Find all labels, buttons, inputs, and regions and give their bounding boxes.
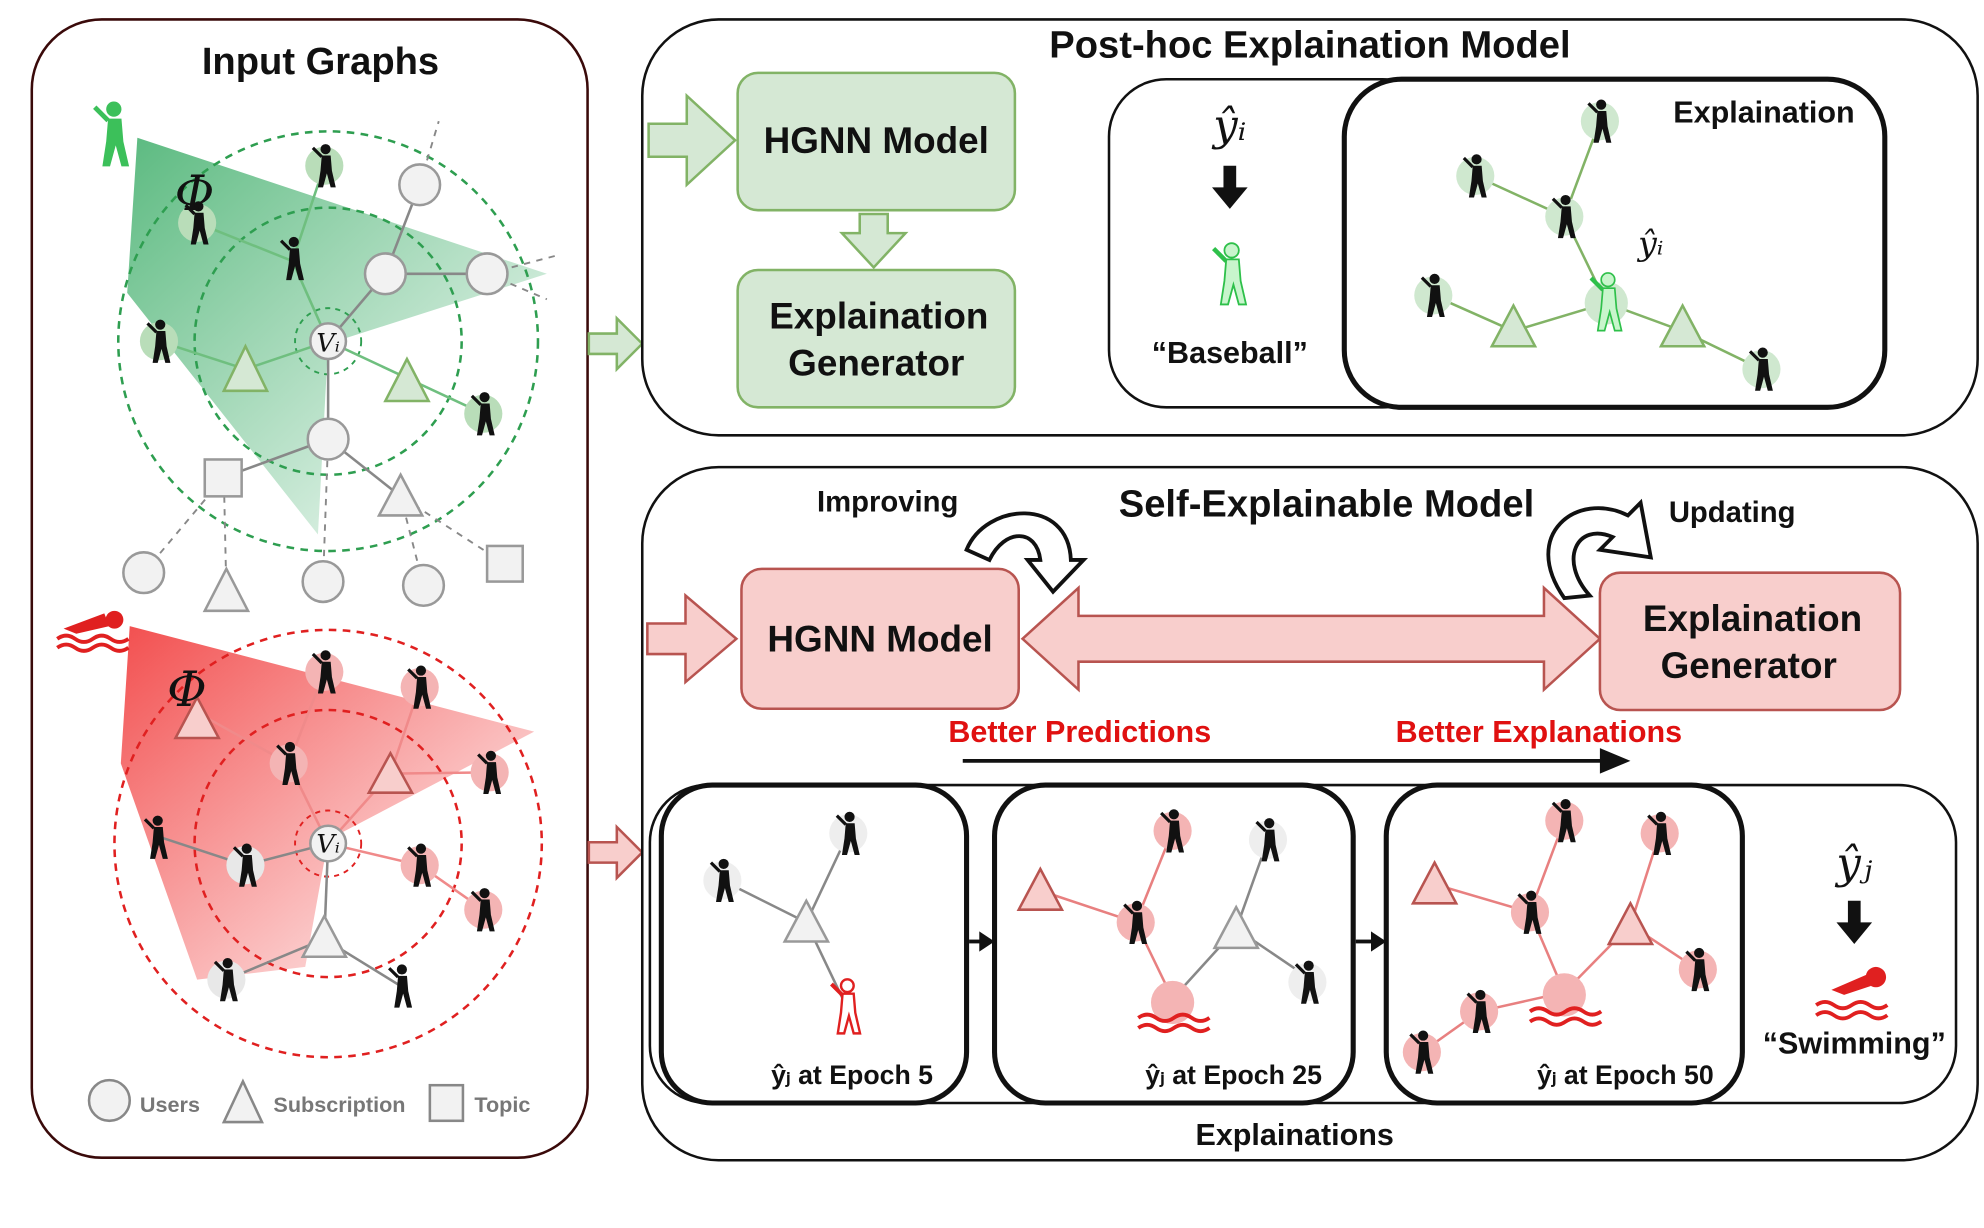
- self-prediction-label: “Swimming”: [1763, 1026, 1946, 1060]
- target-node-label: Vᵢ: [316, 828, 339, 858]
- subscription-node: [202, 566, 251, 613]
- self-generator-box: [1598, 571, 1902, 712]
- subscription-node: [1606, 900, 1655, 946]
- epoch-5-panel: ŷⱼ at Epoch 5: [658, 782, 970, 1106]
- self-hgnn-box: [740, 567, 1020, 711]
- epoch-50-label: ŷⱼ at Epoch 50: [1537, 1060, 1714, 1090]
- hop-2-ring: [113, 628, 544, 1059]
- epoch-arrow: [979, 931, 995, 952]
- subscription-node: [782, 898, 831, 943]
- input-graphs-panel: Input Graphs Vᵢ: [30, 18, 589, 1159]
- green-subgraph: Vᵢ Φ: [95, 101, 560, 592]
- explanation-title: Explaination: [1673, 95, 1854, 129]
- target-node-label: Vᵢ: [316, 327, 339, 357]
- posthoc-hgnn-label: HGNN Model: [764, 120, 989, 161]
- arrow-down-icon: [1212, 165, 1248, 209]
- user-node: [306, 417, 350, 461]
- topic-node: [203, 458, 243, 498]
- subscription-node: [300, 913, 349, 959]
- subscription-node: [366, 750, 415, 794]
- input-graphs-title: Input Graphs: [202, 40, 439, 83]
- posthoc-generator-line2: Generator: [788, 343, 964, 384]
- epoch-arrow: [1370, 931, 1387, 952]
- swimming-target-node: [1542, 973, 1586, 1017]
- updating-cycle-arrow: [1546, 498, 1654, 601]
- user-node: [122, 551, 166, 595]
- epoch-25-label: ŷⱼ at Epoch 25: [1145, 1060, 1322, 1090]
- down-arrow: [839, 212, 909, 270]
- posthoc-panel: Post-hoc Explaination Model HGNN Model E…: [640, 18, 1979, 437]
- legend-subscription: Subscription: [273, 1092, 405, 1117]
- posthoc-prediction-symbol: ŷᵢ: [1211, 101, 1246, 151]
- user-node: [401, 563, 446, 608]
- self-prediction-symbol: ŷⱼ: [1834, 839, 1872, 889]
- subscription-node: [173, 694, 221, 740]
- improving-cycle-arrow: [964, 511, 1089, 595]
- receptive-field-shade: [120, 626, 535, 980]
- subscription-node: [1658, 302, 1707, 348]
- self-generator-line1: Explaination: [1643, 598, 1862, 639]
- input-arrow: [647, 92, 737, 188]
- self-explainable-title: Self-Explainable Model: [1119, 483, 1534, 526]
- user-node: [363, 252, 407, 296]
- posthoc-title: Post-hoc Explaination Model: [1049, 24, 1570, 67]
- posthoc-generator-box: [736, 268, 1017, 409]
- phi-symbol: Φ: [175, 166, 215, 222]
- red-flow-arrow: [587, 823, 645, 881]
- legend-topic: Topic: [474, 1092, 530, 1117]
- hop-1-ring: [193, 708, 463, 979]
- epoch-25-panel: ŷⱼ at Epoch 25: [991, 782, 1356, 1106]
- improving-label: Improving: [817, 487, 958, 519]
- swimming-icon: [1528, 1006, 1603, 1027]
- self-generator-line2: Generator: [1661, 645, 1837, 686]
- explanation-symbol: ŷᵢ: [1636, 224, 1663, 263]
- subscription-node: [376, 472, 425, 517]
- subscription-node: [221, 343, 270, 393]
- self-hgnn-label: HGNN Model: [767, 619, 992, 660]
- swimming-icon: [1137, 1012, 1211, 1034]
- target-node: [309, 322, 348, 361]
- updating-label: Updating: [1669, 497, 1796, 529]
- epoch-5-label: ŷⱼ at Epoch 5: [771, 1060, 933, 1090]
- target-ring: [294, 809, 363, 878]
- phi-symbol: Φ: [167, 662, 207, 718]
- legend: Users Subscription Topic: [87, 1078, 530, 1124]
- self-explainable-panel: Self-Explainable Model Improving Updatin…: [640, 465, 1979, 1162]
- epoch-50-panel: ŷⱼ at Epoch 50: [1383, 782, 1745, 1106]
- swimming-prediction-icon: [1815, 966, 1889, 1021]
- topic-legend-icon: [428, 1083, 465, 1123]
- subscription-node: [1016, 866, 1065, 911]
- legend-users: Users: [140, 1092, 200, 1117]
- user-node: [465, 252, 509, 296]
- user-node: [398, 163, 442, 207]
- explanations-title: Explainations: [1195, 1118, 1393, 1152]
- target-node: [309, 824, 348, 863]
- better-predictions-label: Better Predictions: [948, 715, 1211, 749]
- red-subgraph: Vᵢ Φ: [56, 610, 544, 1059]
- topic-node: [485, 544, 524, 583]
- subscription-legend-icon: [221, 1078, 264, 1124]
- input-arrow: [646, 592, 739, 685]
- posthoc-prediction-label: “Baseball”: [1152, 336, 1308, 370]
- subscription-node: [1489, 302, 1538, 348]
- subscription-node: [1212, 904, 1260, 950]
- arrow-down-icon: [1836, 900, 1873, 945]
- progress-arrow-head: [1599, 748, 1631, 774]
- better-explanations-label: Better Explanations: [1396, 715, 1683, 749]
- hop-2-ring: [117, 130, 540, 553]
- green-flow-arrow: [587, 315, 645, 373]
- subscription-node: [1410, 859, 1459, 905]
- posthoc-generator-line1: Explaination: [769, 295, 988, 336]
- hop-1-ring: [193, 206, 463, 477]
- swimming-query-icon: [56, 610, 130, 653]
- user-node: [301, 559, 345, 604]
- subscription-node: [383, 356, 431, 403]
- posthoc-hgnn-box: [736, 71, 1017, 212]
- users-legend-icon: [87, 1078, 131, 1123]
